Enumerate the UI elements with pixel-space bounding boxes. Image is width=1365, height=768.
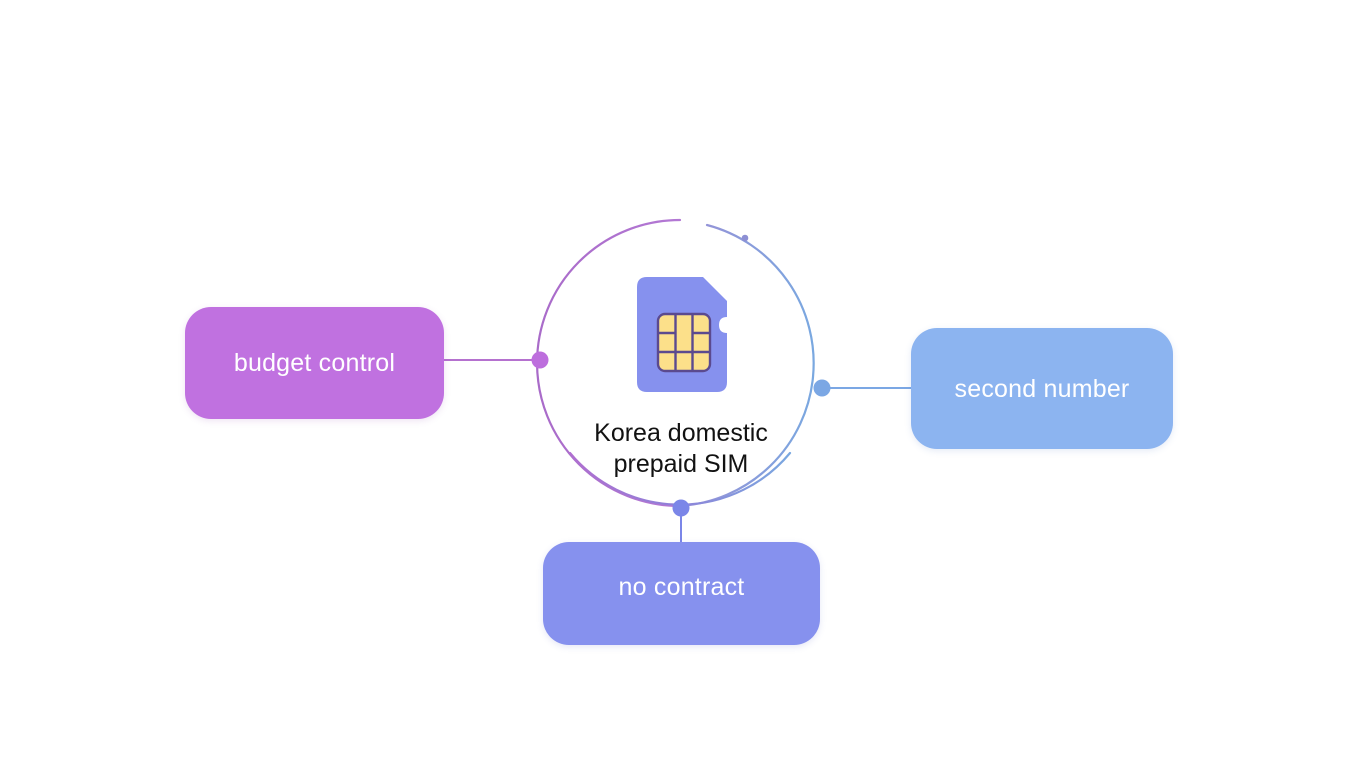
node-second-number-label: second number bbox=[954, 375, 1130, 403]
node-no-contract-label: no contract bbox=[618, 573, 745, 601]
hub-caption: Korea domestic prepaid SIM bbox=[560, 418, 802, 480]
connector-dot-budget-control bbox=[531, 351, 549, 369]
ring-accent-dot bbox=[741, 234, 749, 242]
connector-dot-no-contract bbox=[672, 499, 690, 517]
hub-caption-line-1: Korea domestic bbox=[594, 419, 768, 447]
node-no-contract[interactable]: no contract bbox=[543, 542, 820, 645]
node-budget-control-label: budget control bbox=[233, 348, 396, 377]
sim-chip-plate bbox=[656, 312, 712, 373]
sim-card-icon bbox=[637, 277, 733, 392]
ring-arc-right bbox=[678, 223, 815, 508]
node-second-number[interactable]: second number bbox=[911, 328, 1173, 449]
node-budget-control[interactable]: budget control bbox=[185, 307, 444, 419]
connector-dot-second-number bbox=[813, 379, 831, 397]
hub-caption-line-2: prepaid SIM bbox=[613, 450, 749, 478]
